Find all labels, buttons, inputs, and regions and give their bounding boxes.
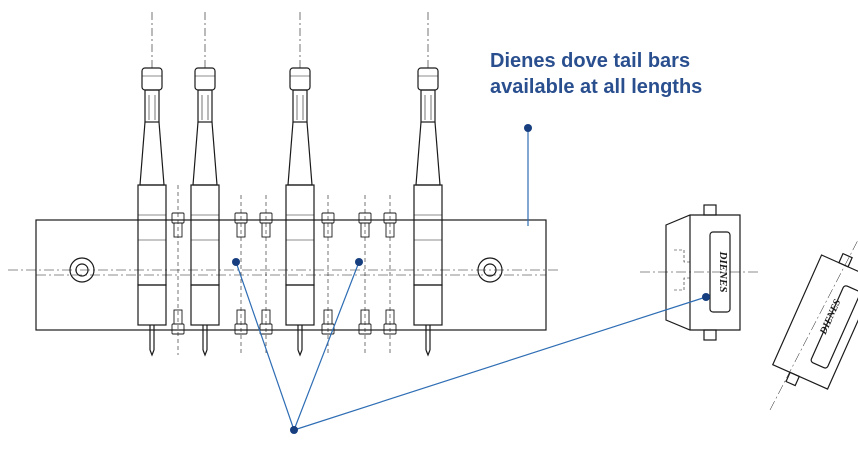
knife-holder-3: [285, 12, 315, 357]
callout-leader: [524, 124, 532, 226]
brand-mark-rotated: DIENES: [818, 297, 844, 337]
holder-side-view-rotated: [769, 239, 858, 411]
callout-text-line-2: available at all lengths: [490, 76, 703, 98]
knife-holder-4: [413, 12, 443, 357]
knife-holder-2: [190, 12, 220, 357]
clamp-screws-top: [171, 212, 397, 238]
callout-text-line-1: Dienes dove tail bars: [490, 50, 691, 72]
leader-lines: [235, 261, 707, 431]
knife-holder-1: [137, 12, 167, 357]
clamp-screws-bottom: [171, 309, 397, 335]
brand-mark-side: DIENES: [717, 251, 729, 293]
holder-side-view: [640, 204, 760, 341]
leader-dots: [232, 258, 710, 434]
dovetail-bar: [35, 219, 547, 331]
